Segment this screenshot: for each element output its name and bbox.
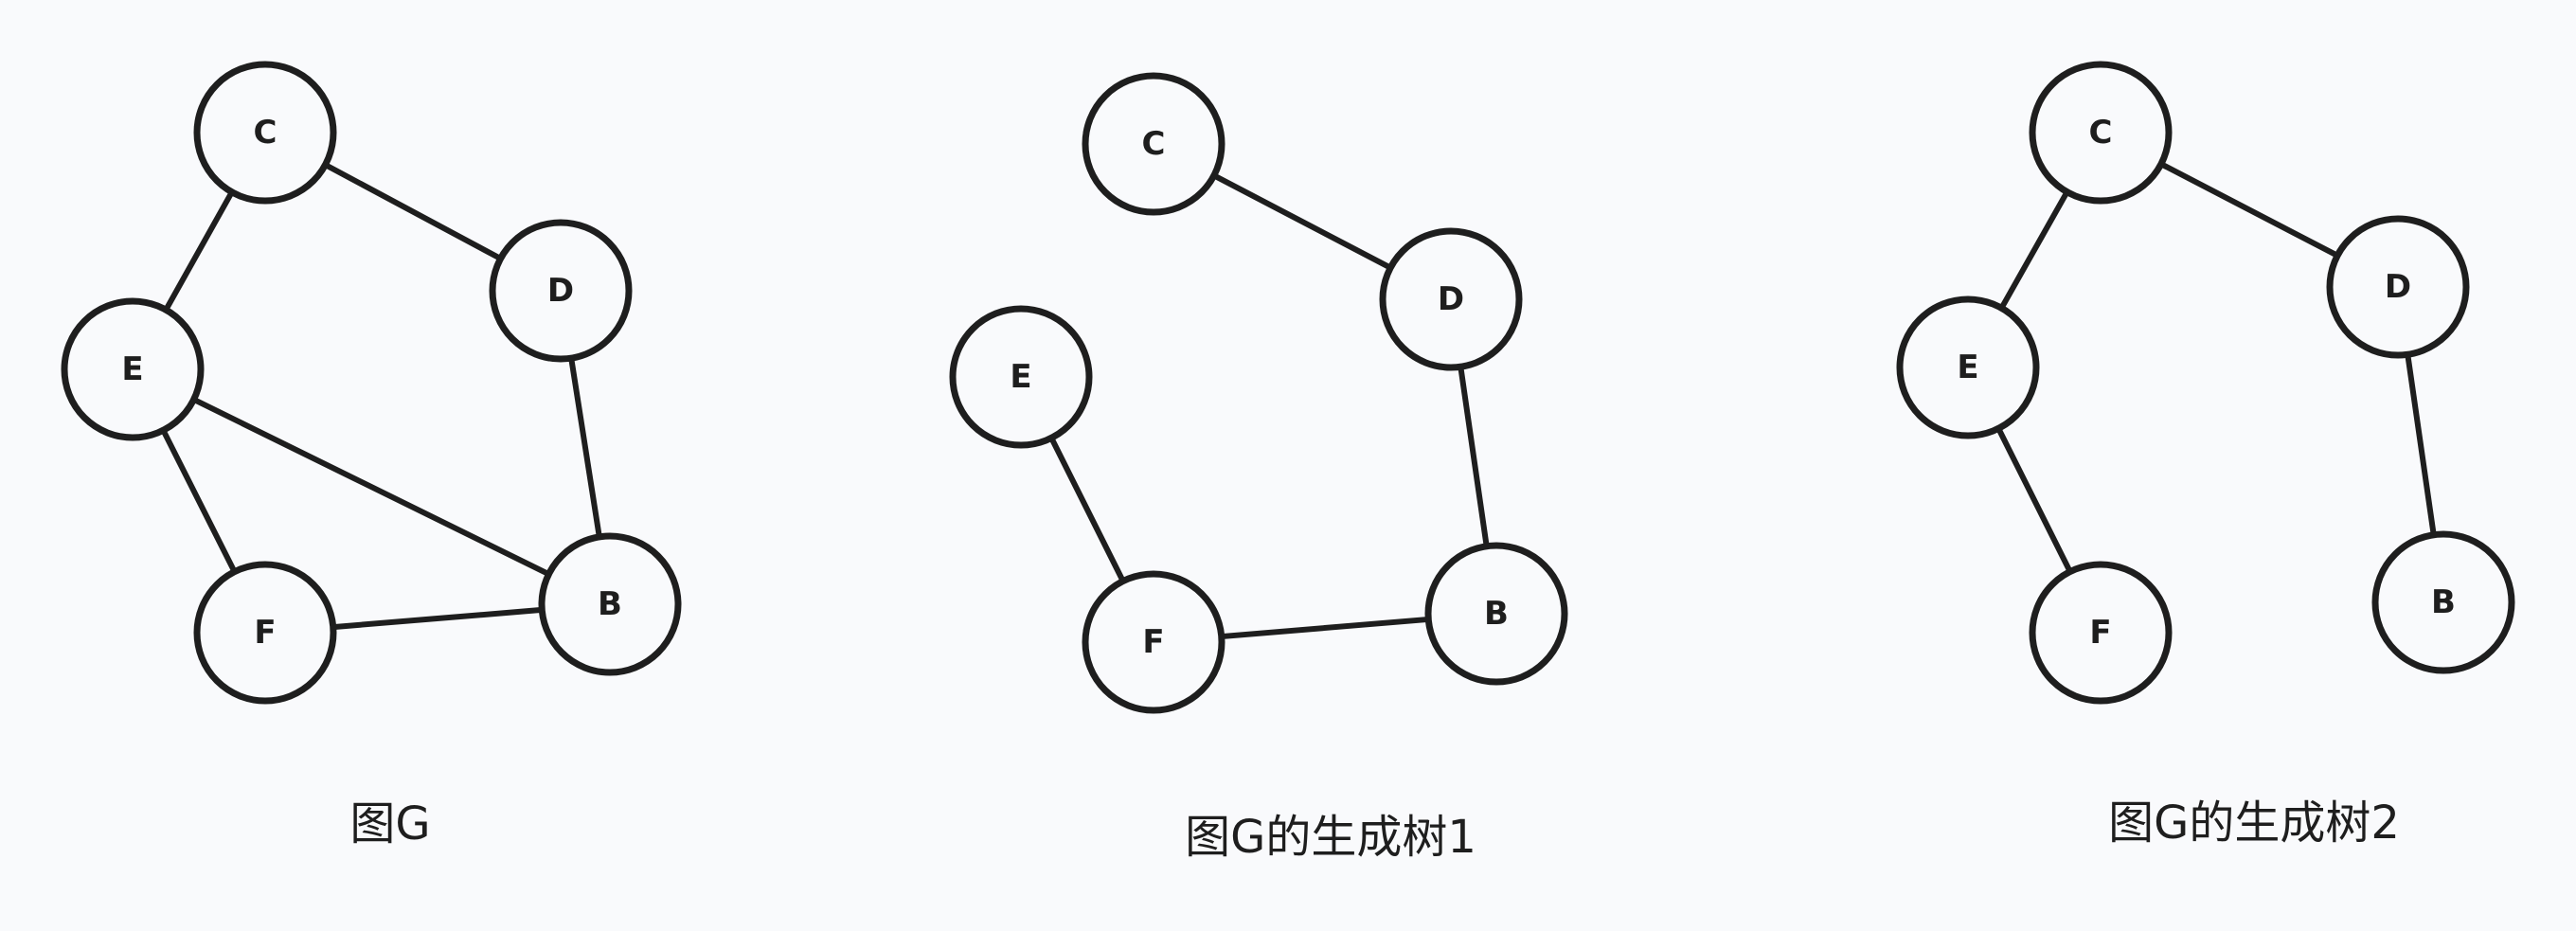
edge-c-e	[163, 188, 235, 313]
node-f: F	[2029, 561, 2173, 705]
node-label: B	[2431, 583, 2456, 621]
diagram-caption: 图G的生成树2	[2108, 797, 2400, 850]
node-label: E	[1010, 358, 1031, 396]
edge-e-f	[1048, 435, 1126, 584]
node-e: E	[61, 297, 205, 441]
node-circle	[2371, 530, 2515, 674]
node-label: E	[1957, 349, 1978, 386]
node-circle	[1082, 72, 1225, 216]
node-circle	[193, 561, 337, 705]
node-circle	[949, 305, 1093, 449]
edge-c-e	[1998, 188, 2070, 312]
node-c: C	[193, 61, 337, 205]
node-circle	[193, 61, 337, 205]
edge-e-b	[190, 396, 552, 578]
edge-c-d	[1210, 172, 1394, 271]
node-label: C	[2089, 114, 2113, 152]
node-d: D	[489, 219, 633, 363]
edge-c-d	[322, 161, 504, 262]
edge-e-f	[160, 427, 238, 575]
edge-e-f	[1995, 425, 2073, 575]
diagram-caption: 图G的生成树1	[1185, 811, 1476, 864]
node-circle	[2029, 561, 2173, 705]
node-d: D	[1379, 227, 1523, 371]
node-e: E	[1896, 295, 2040, 439]
node-circle	[61, 297, 205, 441]
node-circle	[489, 219, 633, 363]
node-d: D	[2326, 215, 2470, 359]
node-f: F	[193, 561, 337, 705]
graph-g: C D E B F 图G	[61, 61, 682, 850]
node-b: B	[1424, 542, 1568, 686]
node-label: E	[121, 350, 143, 388]
diagram-caption: 图G	[349, 797, 430, 850]
node-label: B	[598, 585, 622, 623]
node-label: F	[254, 614, 276, 652]
node-label: B	[1484, 595, 1509, 633]
node-b: B	[538, 532, 682, 676]
spanning-tree-2: C D E F B 图G的生成树2	[1896, 61, 2515, 850]
node-c: C	[1082, 72, 1225, 216]
edge-c-d	[2157, 161, 2341, 259]
edge-d-b	[2405, 351, 2437, 538]
node-label: D	[2385, 268, 2411, 306]
node-c: C	[2029, 61, 2173, 205]
node-label: D	[547, 272, 574, 310]
node-e: E	[949, 305, 1093, 449]
edge-d-b	[1458, 364, 1490, 549]
edge-f-b	[1218, 616, 1432, 640]
node-label: F	[1142, 623, 1164, 661]
edge-f-b	[330, 606, 546, 631]
node-b: B	[2371, 530, 2515, 674]
node-label: C	[1142, 125, 1166, 163]
node-circle	[1424, 542, 1568, 686]
node-f: F	[1082, 570, 1225, 714]
node-circle	[1082, 570, 1225, 714]
node-label: C	[254, 114, 277, 152]
edge-d-b	[568, 355, 602, 540]
node-label: F	[2089, 614, 2111, 652]
node-circle	[1379, 227, 1523, 371]
node-circle	[2029, 61, 2173, 205]
node-circle	[538, 532, 682, 676]
node-circle	[2326, 215, 2470, 359]
node-circle	[1896, 295, 2040, 439]
spanning-tree-1: C D E F B 图G的生成树1	[949, 72, 1568, 864]
node-label: D	[1438, 280, 1464, 318]
